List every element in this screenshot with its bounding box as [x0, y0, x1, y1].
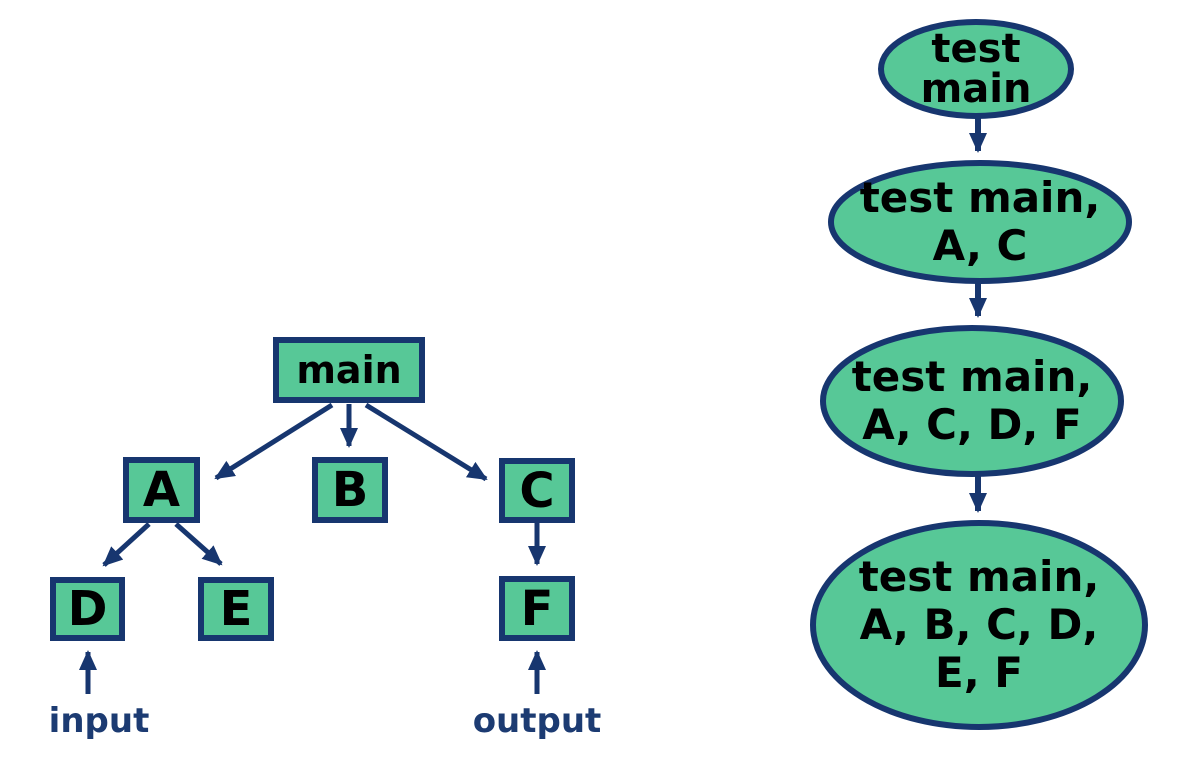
- node-box-c: [499, 458, 575, 523]
- node-box-a: [123, 457, 200, 523]
- step-ellipse-4: [810, 520, 1148, 730]
- node-box-d: [50, 577, 125, 641]
- edge-a-to-d: [102, 522, 151, 567]
- node-box-e: [198, 577, 274, 641]
- step-ellipse-2: [828, 160, 1132, 284]
- node-box-main: [273, 337, 425, 403]
- edge-a-to-e: [174, 522, 223, 566]
- node-box-b: [312, 457, 388, 523]
- step-ellipse-3: [820, 325, 1124, 477]
- edge-main-to-a: [214, 402, 334, 481]
- step-ellipse-1: [878, 19, 1074, 119]
- node-box-f: [499, 576, 575, 641]
- edge-main-to-c: [364, 402, 488, 482]
